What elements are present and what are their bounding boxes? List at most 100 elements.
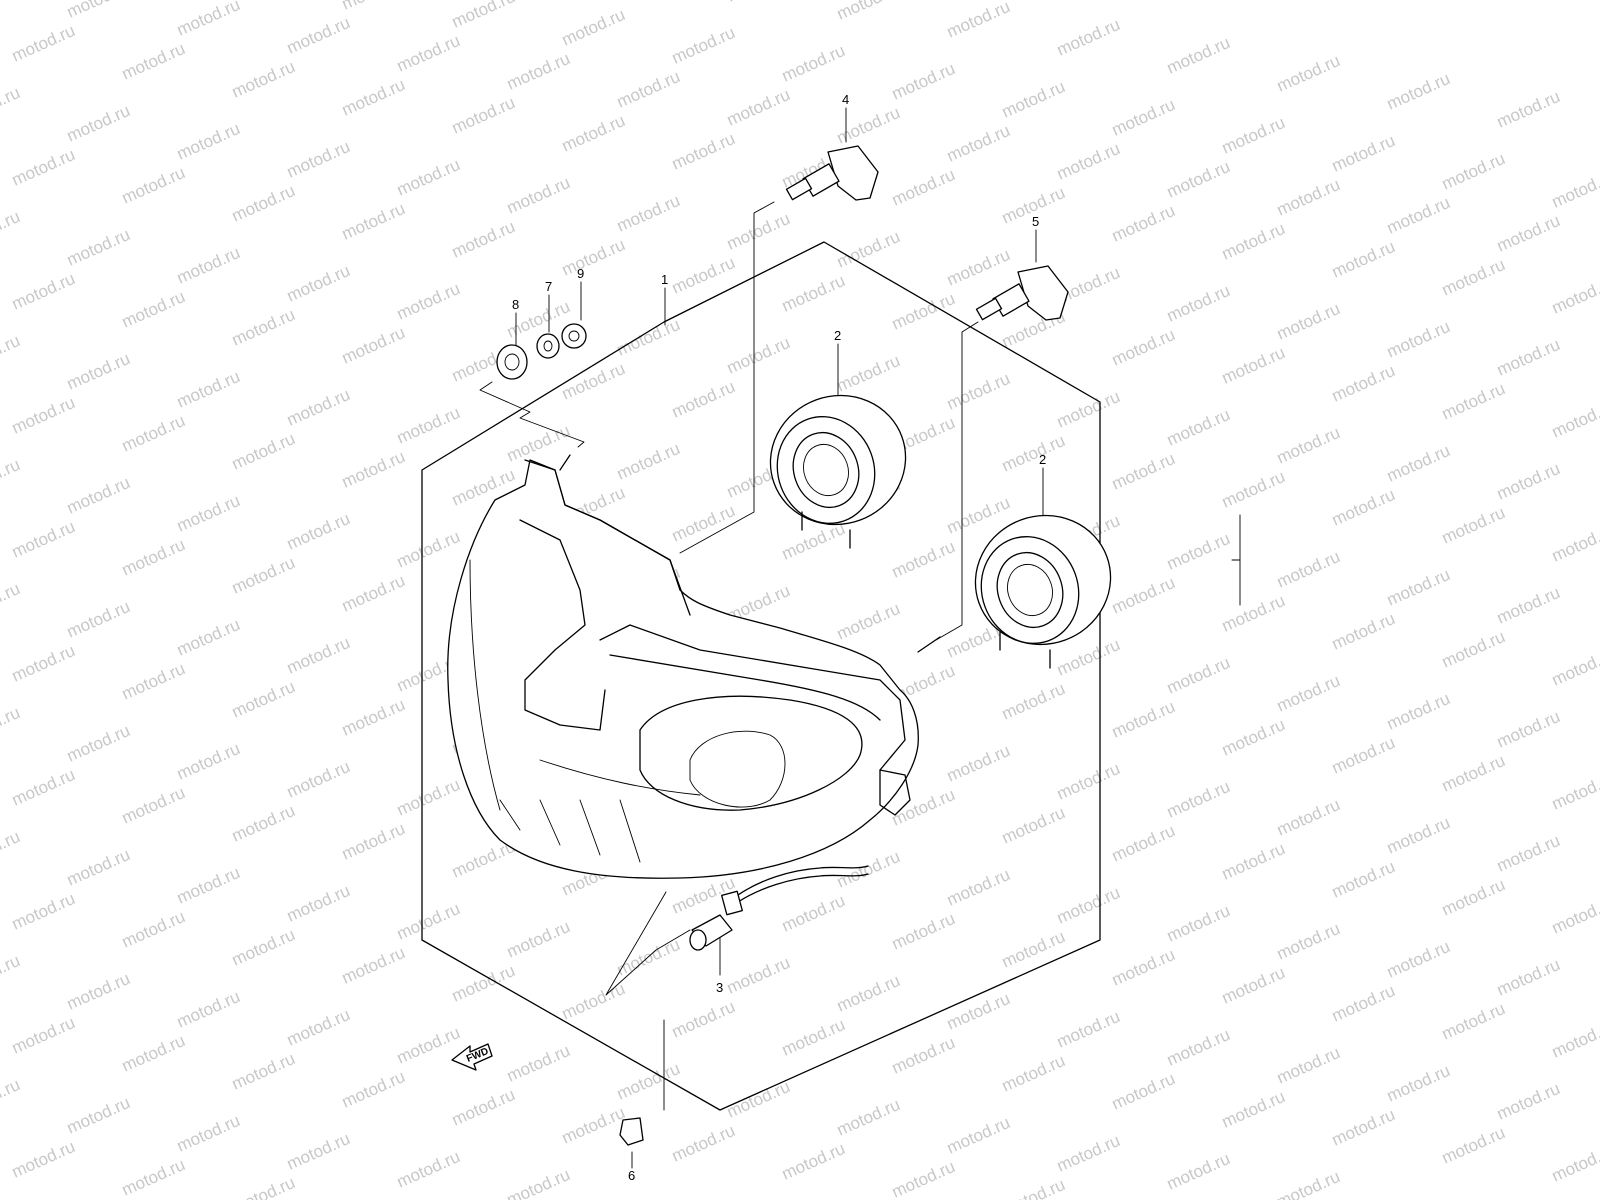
watermark-text: motod.ru	[779, 41, 848, 86]
watermark-text: motod.ru	[1219, 467, 1288, 512]
nut-9	[561, 323, 587, 349]
watermark-text: motod.ru	[1219, 963, 1288, 1008]
watermark-text: motod.ru	[174, 243, 243, 288]
watermark-text: motod.ru	[9, 765, 78, 810]
watermark-text: motod.ru	[669, 1121, 738, 1166]
callout-6: 6	[628, 1168, 635, 1183]
watermark-text: motod.ru	[449, 1085, 518, 1130]
callout-2a: 2	[834, 328, 841, 343]
watermark-text: motod.ru	[284, 261, 353, 306]
watermark-text: motod.ru	[724, 85, 793, 130]
watermark-text: motod.ru	[284, 1129, 353, 1174]
watermark-text: motod.ru	[9, 889, 78, 934]
watermark-text: motod.ru	[1274, 299, 1343, 344]
watermark-text: motod.ru	[1494, 583, 1563, 628]
watermark-text: motod.ru	[669, 23, 738, 68]
watermark-text: motod.ru	[999, 431, 1068, 476]
watermark-text: motod.ru	[339, 943, 408, 988]
watermark-text: motod.ru	[669, 253, 738, 298]
watermark-text: motod.ru	[339, 819, 408, 864]
watermark-text: motod.ru	[64, 101, 133, 146]
watermark-text: motod.ru	[614, 1059, 683, 1104]
callout-5: 5	[1032, 214, 1039, 229]
watermark-text: motod.ru	[1329, 609, 1398, 654]
watermark-text: motod.ru	[1439, 379, 1508, 424]
watermark-text: motod.ru	[119, 163, 188, 208]
watermark-text: motod.ru	[9, 1137, 78, 1182]
watermark-text: motod.ru	[669, 501, 738, 546]
watermark-text: motod.ru	[724, 333, 793, 378]
watermark-text: motod.ru	[1329, 131, 1398, 176]
watermark-text: motod.ru	[1329, 981, 1398, 1026]
watermark-text: motod.ru	[64, 721, 133, 766]
watermark-text: motod.ru	[1439, 1123, 1508, 1168]
watermark-text: motod.ru	[0, 1075, 23, 1120]
watermark-text: motod.ru	[64, 969, 133, 1014]
callout-3: 3	[716, 980, 723, 995]
watermark-text: motod.ru	[1164, 653, 1233, 698]
watermark-text: motod.ru	[1054, 387, 1123, 432]
watermark-text: motod.ru	[1109, 95, 1178, 140]
callout-4: 4	[842, 92, 849, 107]
watermark-text: motod.ru	[0, 951, 23, 996]
watermark-text: motod.ru	[174, 119, 243, 164]
watermark-text: motod.ru	[119, 411, 188, 456]
watermark-text: motod.ru	[1164, 901, 1233, 946]
watermark-text: motod.ru	[834, 1095, 903, 1140]
watermark-text: motod.ru	[889, 537, 958, 582]
watermark-text: motod.ru	[1329, 1105, 1398, 1150]
watermark-text: motod.ru	[284, 509, 353, 554]
watermark-text: motod.ru	[504, 917, 573, 962]
watermark-text: motod.ru	[1274, 175, 1343, 220]
watermark-text: motod.ru	[1384, 317, 1453, 362]
watermark-text: motod.ru	[669, 377, 738, 422]
watermark-text: motod.ru	[229, 1049, 298, 1094]
watermark-text: motod.ru	[559, 5, 628, 50]
watermark-text: motod.ru	[614, 315, 683, 360]
grommet-8	[496, 344, 528, 380]
watermark-text: motod.ru	[944, 989, 1013, 1034]
watermark-text: motod.ru	[834, 599, 903, 644]
watermark-text: motod.ru	[174, 739, 243, 784]
watermark-text: motod.ru	[1164, 33, 1233, 78]
watermark-text: motod.ru	[394, 279, 463, 324]
watermark-text: motod.ru	[1219, 715, 1288, 760]
bulb-socket-cover-upper	[769, 394, 907, 549]
watermark-text: motod.ru	[1219, 343, 1288, 388]
watermark-text: motod.ru	[1384, 937, 1453, 982]
watermark-text: motod.ru	[779, 1015, 848, 1060]
watermark-text: motod.ru	[1054, 1131, 1123, 1176]
watermark-text: motod.ru	[9, 145, 78, 190]
watermark-text: motod.ru	[889, 165, 958, 210]
watermark-text: motod.ru	[889, 59, 958, 104]
watermark-text: motod.ru	[229, 305, 298, 350]
watermark-text: motod.ru	[394, 403, 463, 448]
watermark-text: motod.ru	[1494, 459, 1563, 504]
watermark-text: motod.ru	[1109, 325, 1178, 370]
watermark-text: motod.ru	[1109, 821, 1178, 866]
watermark-text: motod.ru	[64, 845, 133, 890]
watermark-text: motod.ru	[1219, 591, 1288, 636]
watermark-text: motod.ru	[174, 0, 243, 40]
watermark-text: motod.ru	[119, 1155, 188, 1200]
watermark-text: motod.ru	[1439, 503, 1508, 548]
watermark-text: motod.ru	[1274, 919, 1343, 964]
watermark-text: motod.ru	[1219, 113, 1288, 158]
watermark-text: motod.ru	[339, 571, 408, 616]
watermark-text: motod.ru	[229, 57, 298, 102]
watermark-text: motod.ru	[229, 429, 298, 474]
watermark-text: motod.ru	[1439, 875, 1508, 920]
watermark-text: motod.ru	[559, 979, 628, 1024]
watermark-text: motod.ru	[449, 93, 518, 138]
watermark-text: motod.ru	[1549, 1017, 1600, 1062]
watermark-text: motod.ru	[394, 1147, 463, 1192]
watermark-text: motod.ru	[1164, 529, 1233, 574]
watermark-text: motod.ru	[504, 421, 573, 466]
watermark-text: motod.ru	[1164, 405, 1233, 450]
watermark-text: motod.ru	[1494, 707, 1563, 752]
watermark-text: motod.ru	[339, 695, 408, 740]
watermark-text: motod.ru	[1384, 813, 1453, 858]
watermark-text: motod.ru	[119, 907, 188, 952]
